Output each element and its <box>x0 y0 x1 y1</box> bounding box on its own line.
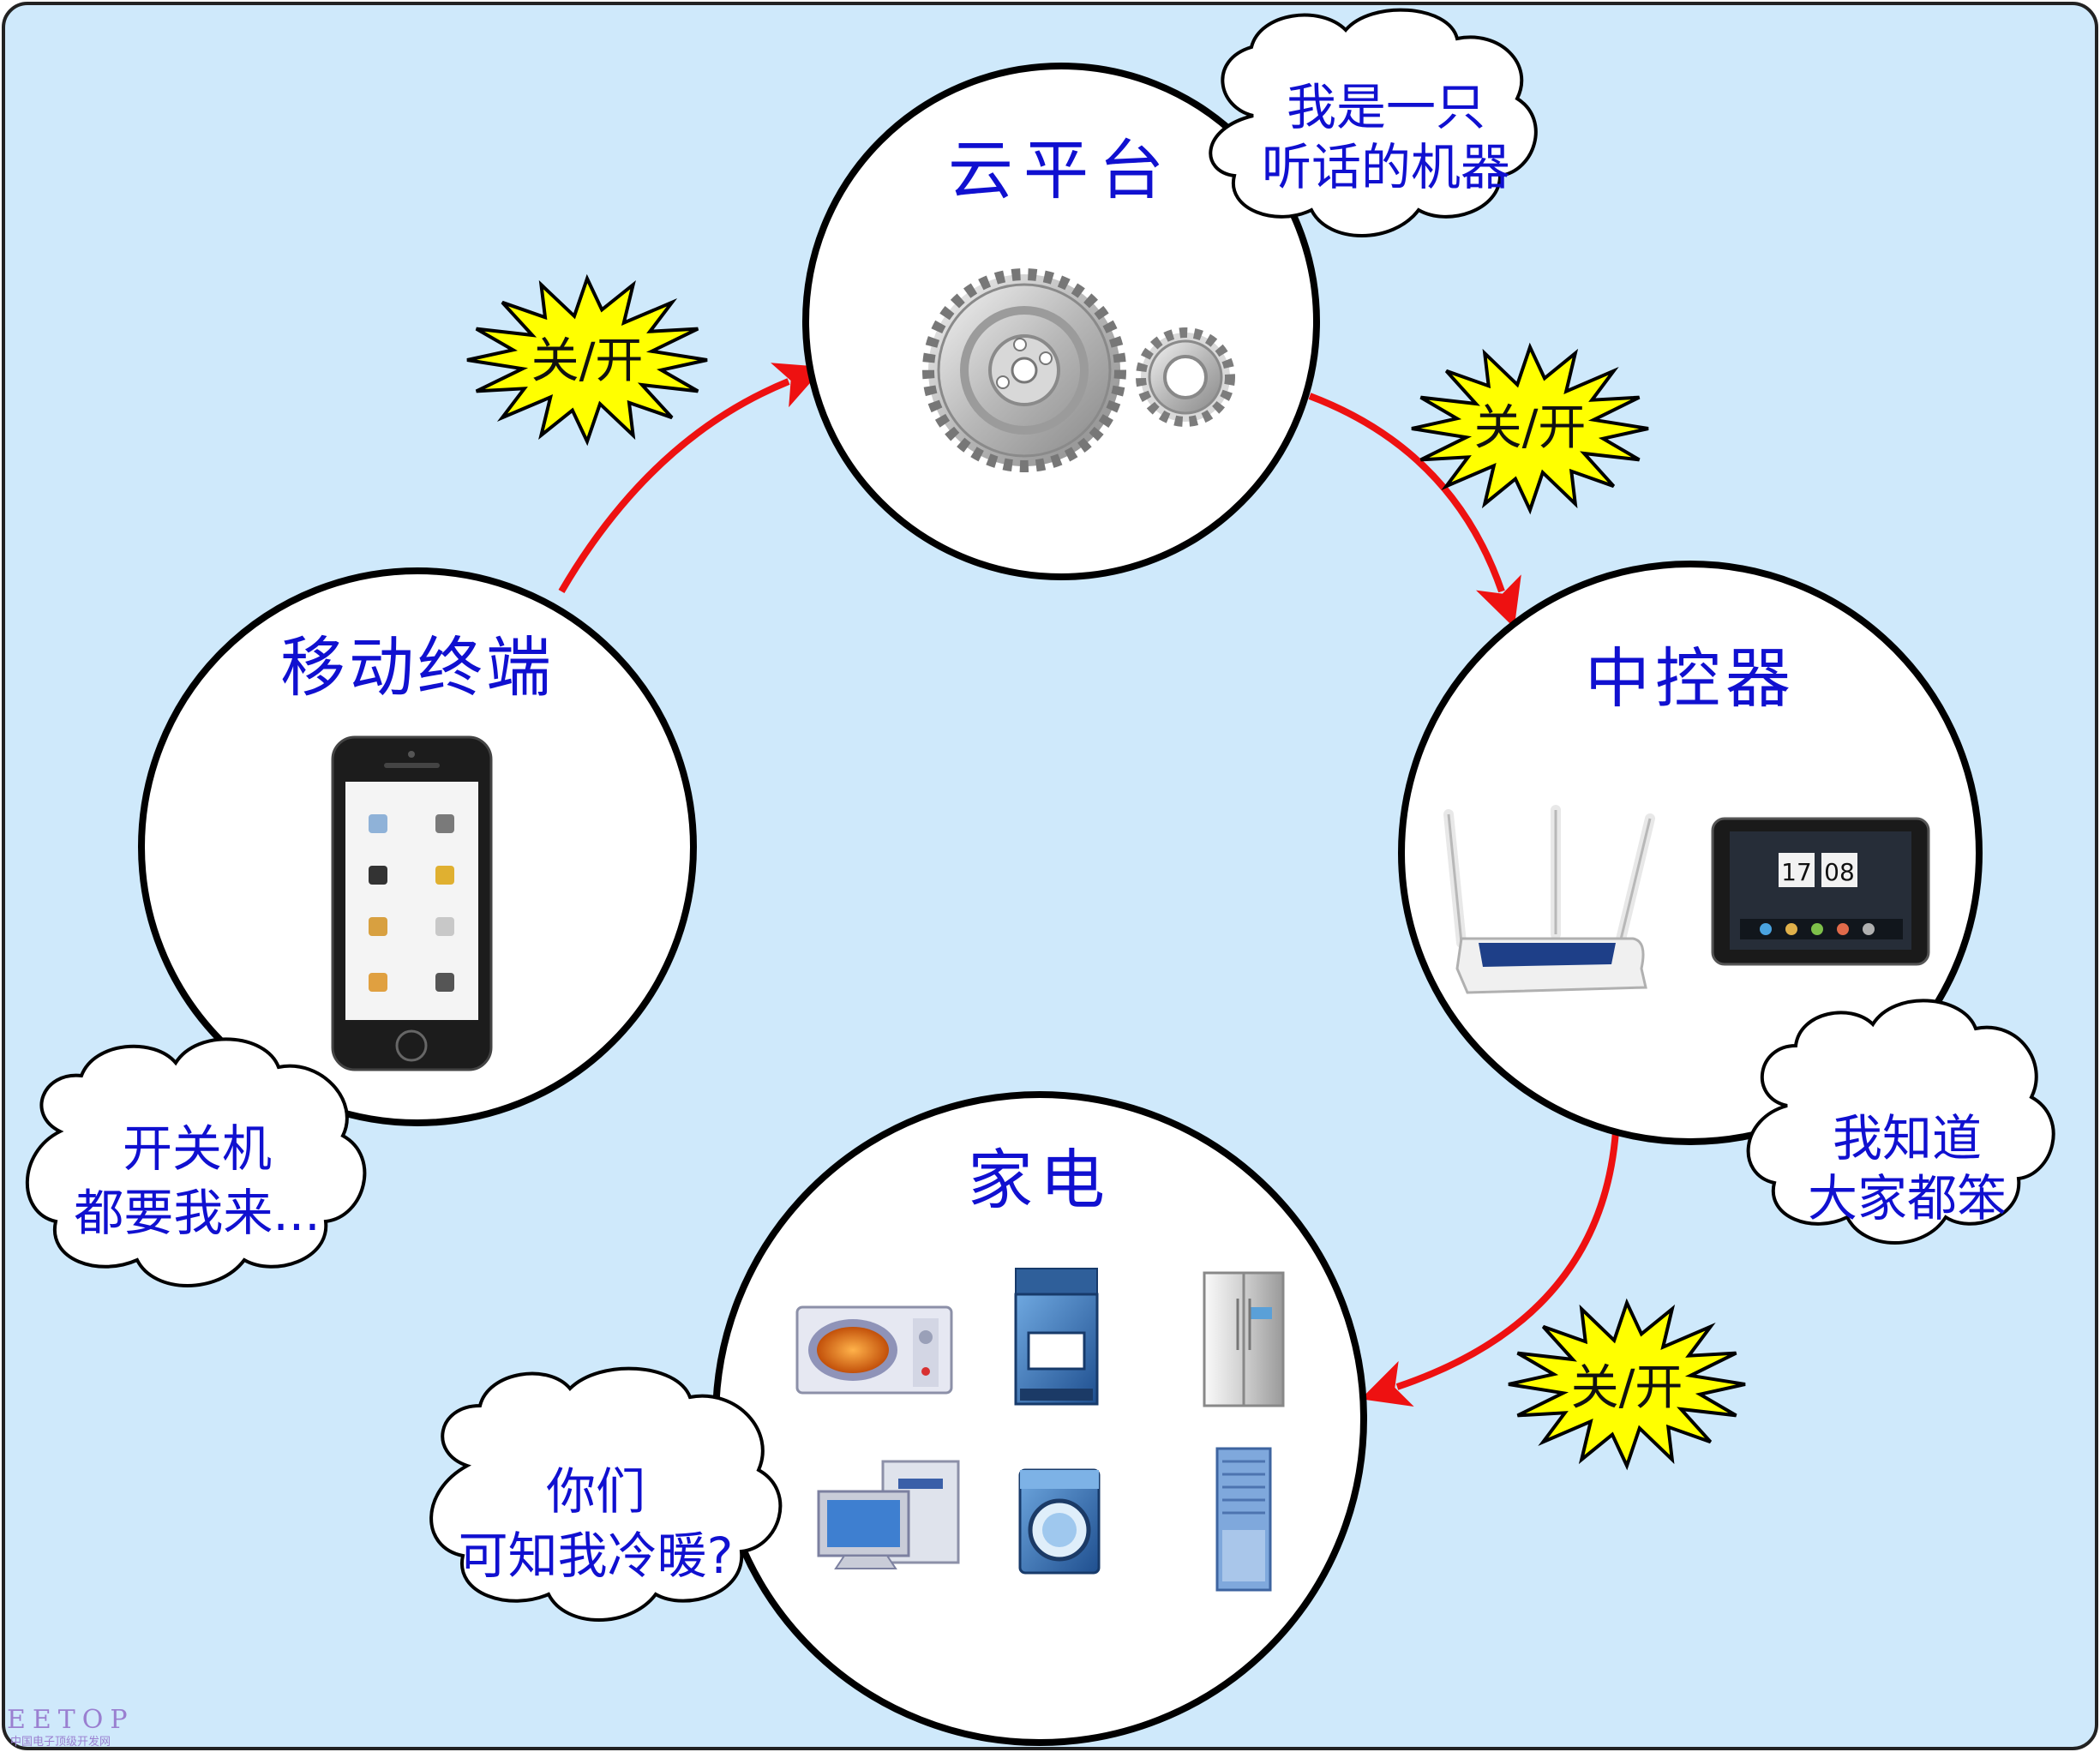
node-title: 家电 <box>968 1142 1112 1218</box>
node-title: 中控器 <box>1585 640 1796 717</box>
starburst-mobile-to-cloud: 关/开 <box>466 273 708 447</box>
bubble-line-1: 我是一只 <box>1287 78 1485 136</box>
node-cloud-platform: 云平台 <box>802 63 1320 580</box>
arrow-mobile-to-cloud <box>558 363 825 594</box>
node-appliance: 家电 <box>712 1091 1367 1746</box>
gear-icon <box>922 268 1235 472</box>
air-conditioner-icon <box>1215 1447 1272 1592</box>
arrow-cloud-to-controller <box>1308 393 1521 628</box>
thought-bubble-appliance: 你们 可知我冷暖? <box>429 1366 783 1622</box>
watermark-logo: EETOP 中国电子顶级开发网 <box>7 1705 135 1749</box>
thought-bubble-controller: 我知道 大家都笨 <box>1746 999 2055 1245</box>
bubble-line-2: 都要我来... <box>74 1184 320 1242</box>
watermark-brand: EETOP <box>7 1705 135 1735</box>
thought-bubble-cloud-platform: 我是一只 听话的机器 <box>1209 8 1538 237</box>
starburst-cloud-to-controller: 关/开 <box>1411 342 1649 515</box>
watermark-subtitle: 中国电子顶级开发网 <box>10 1735 111 1749</box>
arrow-controller-to-appliance <box>1360 1131 1619 1407</box>
starburst-controller-to-appliance: 关/开 <box>1508 1298 1746 1471</box>
stove-icon <box>1014 1268 1099 1406</box>
node-mobile-terminal: 移动终端 <box>138 567 697 1126</box>
clock-hours: 17 <box>1781 858 1812 886</box>
refrigerator-icon <box>1203 1271 1285 1407</box>
node-title: 移动终端 <box>280 629 555 705</box>
tablet-icon: 17 08 <box>1711 817 1930 966</box>
burst-label: 关/开 <box>1571 1360 1683 1416</box>
burst-label: 关/开 <box>531 333 644 389</box>
bubble-line-1: 开关机 <box>123 1119 272 1178</box>
router-icon <box>1443 805 1655 994</box>
computer-icon <box>817 1460 960 1569</box>
bubble-line-2: 可知我冷暖? <box>459 1527 734 1585</box>
burst-label: 关/开 <box>1474 400 1587 456</box>
bubble-line-1: 我知道 <box>1833 1109 1982 1167</box>
bubble-line-2: 大家都笨 <box>1808 1169 2007 1227</box>
node-title: 云平台 <box>948 132 1174 208</box>
bubble-line-1: 你们 <box>546 1462 645 1521</box>
clock-minutes: 08 <box>1824 858 1855 886</box>
microwave-icon <box>795 1305 953 1395</box>
node-controller: 中控器 17 08 <box>1398 561 1983 1145</box>
smartphone-icon <box>331 735 493 1071</box>
washing-machine-icon <box>1018 1468 1101 1575</box>
bubble-line-2: 听话的机器 <box>1262 138 1510 196</box>
thought-bubble-mobile: 开关机 都要我来... <box>25 1037 367 1287</box>
